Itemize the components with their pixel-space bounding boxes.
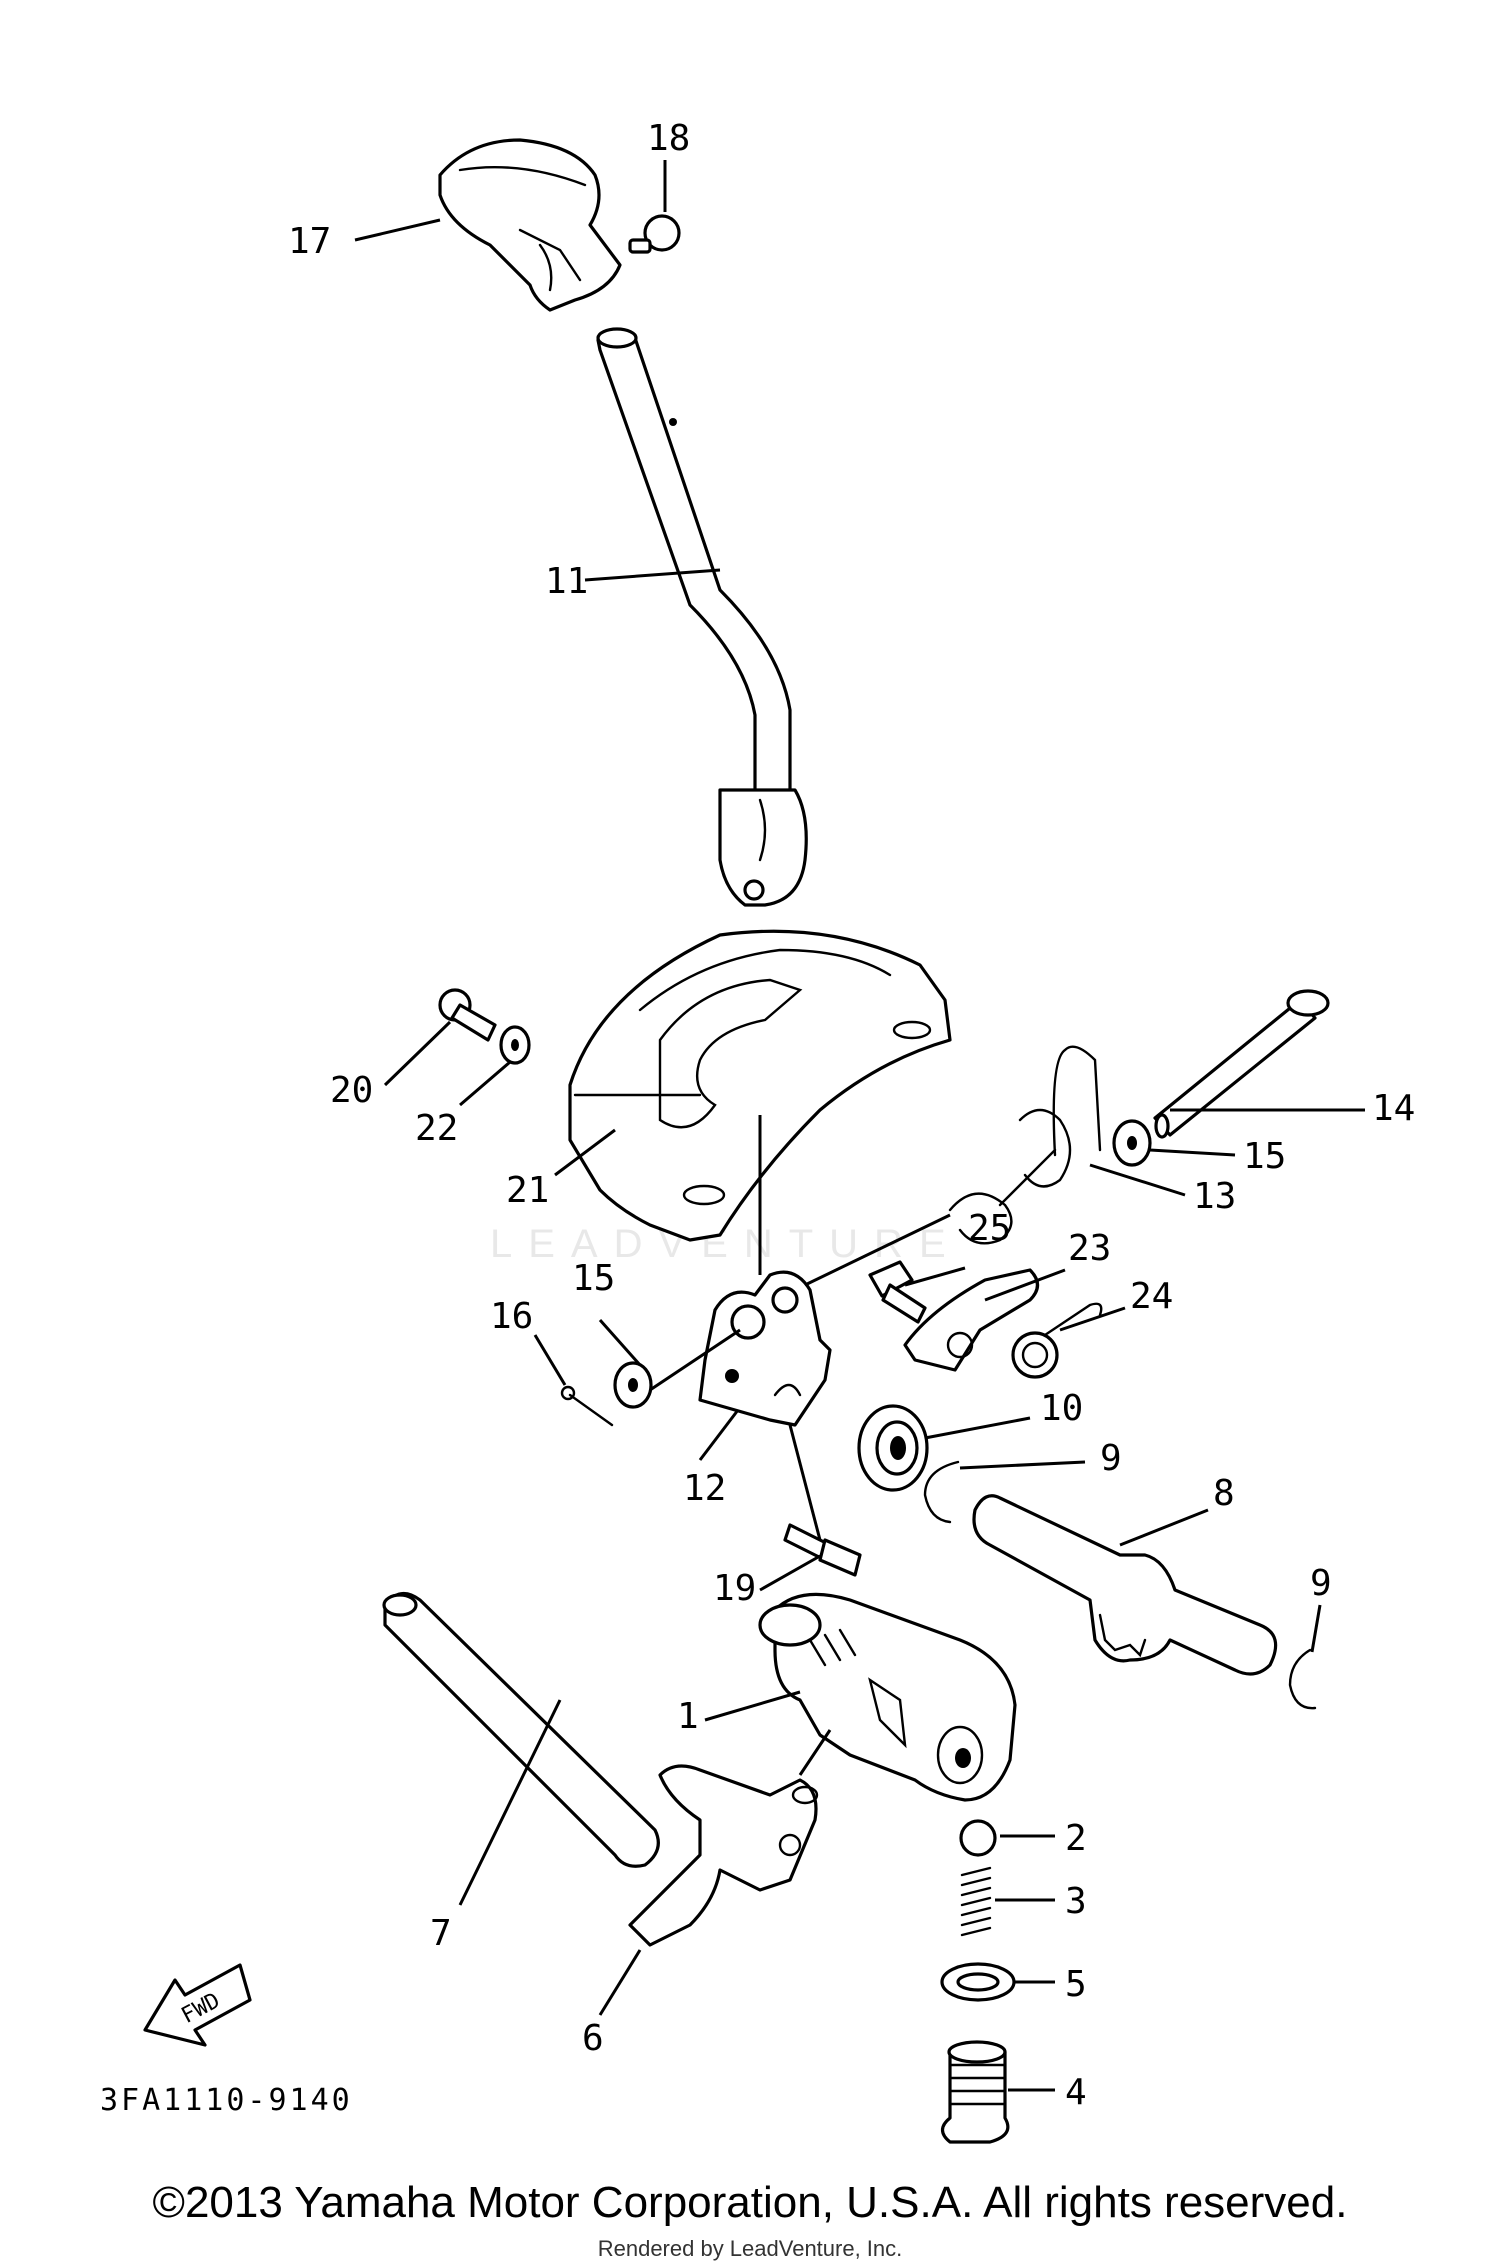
leader-lines [354,160,1365,2092]
part-16-cotter-pin[interactable] [560,1385,614,1427]
part-18-screw[interactable] [628,214,681,254]
part-23-plate[interactable] [903,1268,1040,1372]
callout-9: 9 [1100,1438,1122,1479]
callout-21: 21 [506,1170,549,1211]
part-8-shaft[interactable] [972,1494,1278,1676]
part-13-spring[interactable] [948,1045,1102,1245]
callout-12: 12 [683,1468,726,1509]
fwd-arrow-icon: FWD [143,1963,252,2047]
part-5-washer[interactable] [940,1962,1016,2002]
callout-15b: 15 [572,1258,615,1299]
part-6-fork[interactable] [628,1764,819,1947]
callout-9b: 9 [1310,1563,1332,1604]
part-10-seal[interactable] [857,1404,929,1492]
rendered-by-text: Rendered by LeadVenture, Inc. [597,2236,903,2261]
part-24-spring[interactable] [1011,1302,1103,1379]
part-14-pin[interactable] [1153,989,1330,1139]
callout-19: 19 [713,1568,756,1609]
copyright-text: ©2013 Yamaha Motor Corporation, U.S.A. A… [152,2178,1348,2227]
callout-7: 7 [430,1913,452,1954]
part-2-ball[interactable] [959,1819,997,1857]
callout-25: 25 [968,1208,1011,1249]
part-code: 3FA1110-9140 [100,2083,353,2118]
callout-24: 24 [1130,1276,1173,1317]
part-15-washer-lower[interactable] [613,1361,653,1409]
part-19-bolt[interactable] [783,1523,862,1577]
callout-14: 14 [1372,1088,1415,1129]
callout-17: 17 [288,221,331,262]
part-15-washer-upper[interactable] [1112,1119,1152,1167]
callout-10: 10 [1040,1388,1083,1429]
callout-5: 5 [1065,1964,1087,2005]
part-12-bracket[interactable] [698,1270,832,1427]
callout-4: 4 [1065,2072,1087,2113]
callout-3: 3 [1065,1881,1087,1922]
part-21-guide[interactable] [568,929,952,1242]
part-17-knob[interactable] [438,138,622,312]
part-20-bolt[interactable] [438,988,497,1042]
callout-20: 20 [330,1070,373,1111]
callout-15: 15 [1243,1136,1286,1177]
callout-8: 8 [1213,1473,1235,1514]
part-1-drum[interactable] [758,1592,1017,1802]
callouts: 17 18 11 20 22 21 14 15 13 25 23 24 15 1… [288,118,1415,2113]
callout-16: 16 [490,1296,533,1337]
part-3-spring[interactable] [960,1866,992,1937]
part-9-circlip-lower[interactable] [1288,1648,1317,1710]
callout-11: 11 [545,561,588,602]
callout-13: 13 [1193,1176,1236,1217]
callout-6: 6 [582,2018,604,2059]
callout-22: 22 [415,1108,458,1149]
callout-18: 18 [647,118,690,159]
callout-2: 2 [1065,1818,1087,1859]
part-11-lever[interactable] [596,327,808,907]
part-25-bolt[interactable] [868,1260,927,1324]
callout-23: 23 [1068,1228,1111,1269]
part-22-washer[interactable] [499,1025,531,1065]
part-4-plug[interactable] [940,2040,1010,2144]
callout-1: 1 [677,1696,699,1737]
part-7-bar[interactable] [382,1592,660,1868]
part-9-circlip-upper[interactable] [923,1460,960,1524]
